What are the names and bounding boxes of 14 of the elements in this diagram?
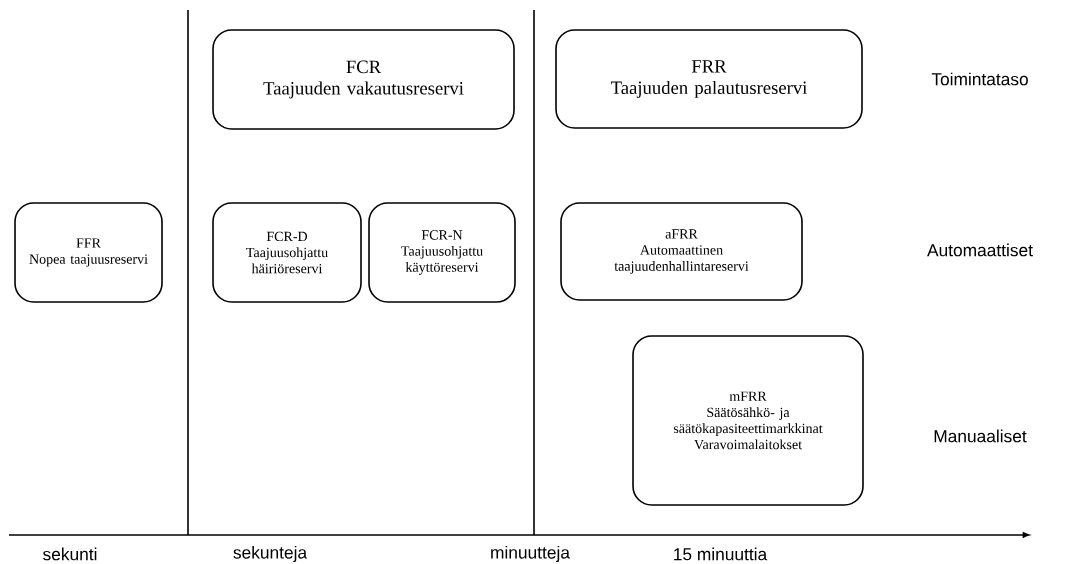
reserve-box: FFR Nopea taajuusreservi <box>14 202 163 303</box>
reserve-box: FCR-N Taajuusohjattu käyttöreservi <box>368 202 516 303</box>
reserve-box: FCR-D Taajuusohjattu häiriöreservi <box>212 202 362 303</box>
reserve-box: FRR Taajuuden palautusreservi <box>555 29 863 129</box>
axis-label: sekunti <box>43 547 97 561</box>
reserve-box: FCR Taajuuden vakautusreservi <box>212 29 515 130</box>
axis-label: sekunteja <box>233 545 308 563</box>
axis-label: Toimintataso <box>931 72 1028 86</box>
axis-label: 15 minuuttia <box>674 547 768 561</box>
reserve-box: aFRR Automaattinen taajuudenhallintareservi <box>560 202 803 301</box>
axis-label: minuutteja <box>491 545 570 563</box>
axis-label: Manuaaliset <box>934 429 1027 443</box>
reserve-box: mFRR Säätösähkö- ja säätökapasiteettimarkkinat Varavoimalaitokset <box>632 335 864 506</box>
axis-label: Automaattiset <box>927 243 1033 257</box>
